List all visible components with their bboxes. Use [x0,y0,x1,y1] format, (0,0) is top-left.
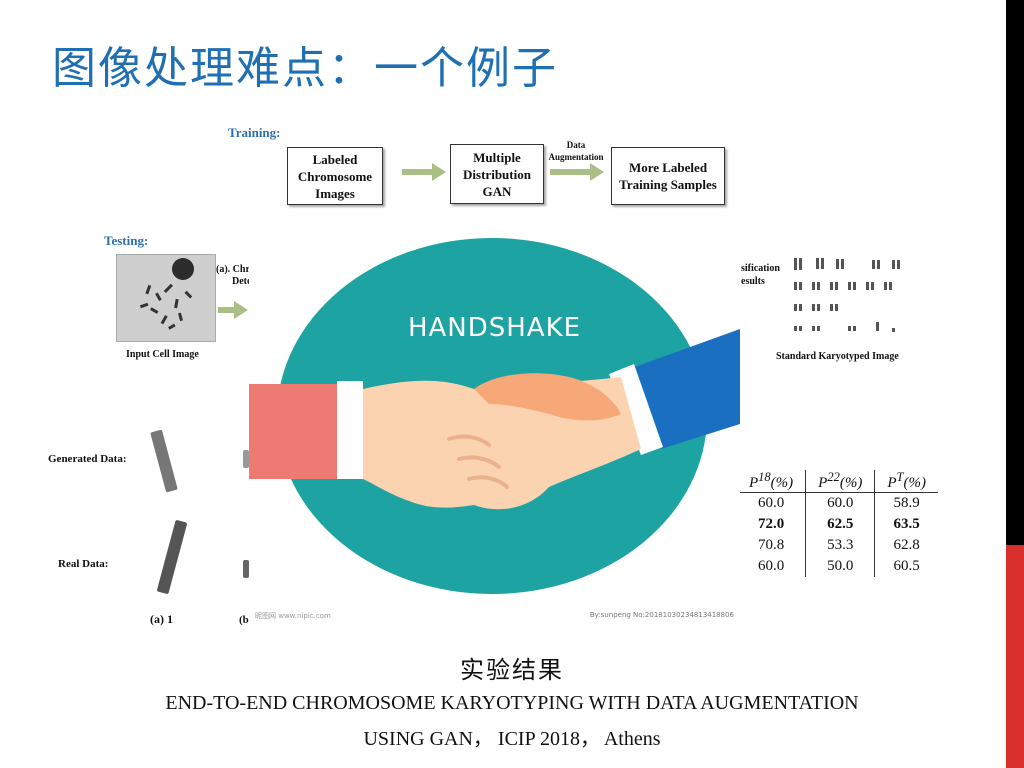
caption-line-1: END-TO-END CHROMOSOME KARYOTYPING WITH D… [165,692,859,714]
input-cell-label: Input Cell Image [126,349,199,360]
data-augmentation-label: Data Augmentation [548,140,604,162]
subfigure-b-label: (b [239,614,249,626]
paper-figure: Training: Labeled Chromosome Images Mult… [40,120,990,640]
table-row: 60.0 60.0 58.9 [737,492,938,514]
real-chromosome-partial [243,560,249,578]
table-cell: 62.5 [805,514,875,535]
table-cell: 62.8 [874,535,938,556]
step-a-label: (a). Chr [216,264,250,275]
table-cell: 60.0 [757,558,785,574]
table-header-cell: PT(%) [874,470,938,493]
more-samples-box: More Labeled Training Samples [611,147,725,205]
table-header-cell: P18(%) [737,470,806,493]
karyotype-image [788,256,918,348]
subfigure-a-label: (a) 1 [150,612,173,626]
handshake-image: HANDSHAKE 昵图网 www.nipic.com By:sunpeng N… [249,209,740,624]
handshake-text: HANDSHAKE [407,313,582,343]
results-label: esults [741,276,765,287]
handshake-illustration [249,238,740,594]
table-row: 60.0 50.0 60.5 [737,556,938,577]
table-cell: 53.3 [805,535,875,556]
right-accent-bar-black [1006,0,1024,545]
results-table: P18(%) P22(%) PT(%) 60.0 60.0 58.9 72.0 … [737,470,938,577]
classification-label: sification [741,263,780,274]
step-a-label-2: Dete [232,276,252,287]
table-cell: 70.8 [757,537,785,553]
generated-chromosome [150,429,178,493]
right-sleeve [629,329,740,449]
table-cell: 50.0 [805,556,875,577]
training-label: Training: [228,125,281,140]
right-hand-shade [474,373,621,421]
karyotyped-label: Standard Karyotyped Image [776,351,899,362]
table-header-row: P18(%) P22(%) PT(%) [737,470,938,493]
caption-chinese: 实验结果 [460,656,564,684]
karyotype-svg [794,258,900,332]
left-cuff [337,381,363,479]
real-chromosome [156,519,188,595]
generated-chromosome-partial [243,450,249,468]
watermark-right: By:sunpeng No:20181030234813418806 [589,611,734,619]
generated-data-label: Generated Data: [48,453,127,465]
real-data-label: Real Data: [58,558,109,570]
finger-lines [447,434,509,489]
right-accent-bar-red [1006,545,1024,768]
watermark-left: 昵图网 www.nipic.com [255,612,331,620]
cell-image-svg [139,258,194,330]
caption-line-2: USING GAN， ICIP 2018， Athens [363,728,661,750]
left-sleeve [249,384,344,479]
table-cell: 58.9 [874,492,938,514]
table-row: 72.0 62.5 63.5 [737,514,938,535]
table-header-cell: P22(%) [805,470,875,493]
table-cell: 60.5 [874,556,938,577]
table-cell: 63.5 [874,514,938,535]
table-cell: 72.0 [757,516,785,532]
slide-title: 图像处理难点：一个例子 [52,43,558,94]
labeled-images-box: Labeled Chromosome Images [287,147,383,205]
table-cell: 60.0 [805,492,875,514]
input-cell-image [116,254,216,342]
table-cell: 60.0 [757,495,785,511]
testing-label: Testing: [104,233,149,248]
gan-box: Multiple Distribution GAN [450,144,544,204]
table-row: 70.8 53.3 62.8 [737,535,938,556]
